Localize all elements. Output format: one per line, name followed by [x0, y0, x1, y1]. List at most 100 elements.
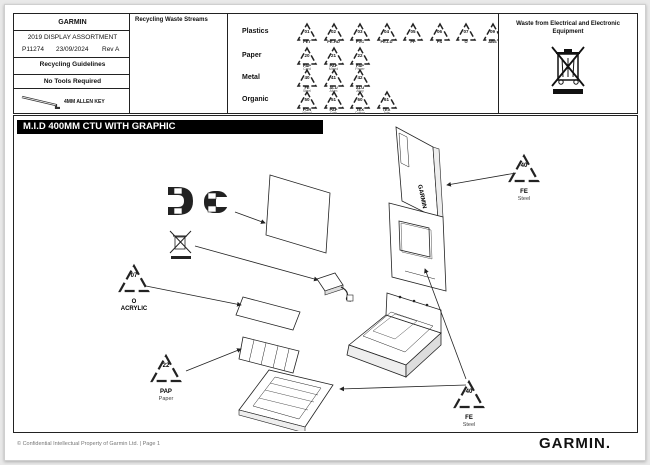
material-code: TEX [382, 107, 391, 112]
document-sheet: GARMIN 2019 DISPLAY ASSORTMENT P11274 23… [4, 4, 646, 461]
recycle-triangle-icon [402, 22, 424, 41]
power-supply-drawing [316, 272, 354, 302]
copyright-footer: © Confidential Intellectual Property of … [17, 441, 161, 447]
divider [14, 88, 131, 89]
paper-recycling-symbol: 22 PAP Paper [149, 353, 183, 402]
recycle-triangle-icon [296, 68, 318, 87]
material-code: PET [303, 39, 311, 44]
title-block: GARMIN 2019 DISPLAY ASSORTMENT P11274 23… [13, 13, 132, 114]
product-title: M.I.D 400MM CTU WITH GRAPHIC [17, 120, 323, 134]
material-name: Cotton [354, 111, 366, 115]
resin-code: 22 [357, 53, 363, 58]
divider [227, 14, 228, 113]
drawing-area [13, 115, 638, 433]
resin-code: 40 [304, 75, 310, 80]
resin-code: 60 [357, 97, 363, 102]
acrylic-recycling-symbol: 07 O ACRYLIC [117, 263, 151, 312]
recycle-triangle-icon [323, 90, 344, 109]
exploded-assembly-drawing: GARMIN [145, 126, 517, 431]
material-code: PAP [329, 63, 338, 68]
recycle-triangle-icon [349, 68, 371, 87]
material-code: ABS [488, 39, 497, 44]
material-name: Wood [302, 111, 312, 115]
material-code: PAP [303, 63, 311, 68]
part-number: P11274 [22, 46, 44, 53]
recycle-triangle-icon [453, 379, 485, 409]
recycle-triangle-icon [150, 353, 182, 383]
material-name: Cork [329, 111, 338, 115]
recycle-triangle-icon [376, 22, 397, 41]
recycle-triangle-icon [349, 22, 371, 41]
folded-sheet-drawing [238, 336, 300, 374]
stream-row-label: Plastics [242, 28, 269, 35]
base-unit-drawing [346, 292, 442, 378]
material-code: PE-HD [327, 39, 340, 44]
material-code: ALU [329, 85, 338, 90]
resin-code: 41 [330, 75, 336, 80]
material-code: PAP [329, 107, 338, 112]
streams-title: Recycling Waste Streams [135, 17, 208, 23]
material-code: FE [304, 85, 310, 90]
resin-code: 50 [304, 97, 310, 102]
recycle-triangle-icon [349, 90, 371, 109]
guidelines-title: Recycling Guidelines [39, 61, 106, 68]
material-code: O [464, 39, 468, 44]
resin-code: 03 [357, 29, 363, 34]
material-name: Jute [383, 111, 390, 115]
back-panel-drawing: GARMIN [395, 126, 444, 220]
magnet-icon [168, 187, 230, 215]
resin-code: 20 [304, 53, 310, 58]
recycle-triangle-icon [376, 90, 397, 109]
resin-code: 61 [383, 97, 389, 102]
recycle-triangle-icon [296, 22, 318, 41]
resin-code: 02 [330, 29, 336, 34]
material-code: PS [436, 39, 443, 44]
crossed-bin-icon [551, 46, 585, 94]
weee-block: Waste from Electrical and Electronic Equ… [498, 13, 638, 114]
stream-row-label: Paper [242, 52, 262, 59]
material-code: PE-LD [380, 39, 393, 44]
material-code: ALU [355, 85, 365, 90]
stream-row-label: Organic [242, 96, 269, 103]
middle-panel-drawing [388, 202, 447, 292]
revision: Rev A [102, 46, 120, 53]
weee-title: Waste from Electrical and Electronic Equ… [516, 21, 620, 35]
svg-text:GARMIN: GARMIN [416, 184, 427, 209]
tools-title: No Tools Required [43, 78, 102, 85]
recycle-triangle-icon [429, 22, 450, 41]
cardboard-tray-drawing [238, 369, 334, 431]
resin-code: 06 [436, 29, 442, 34]
recycle-triangle-icon [455, 22, 477, 41]
recycle-triangle-icon [349, 46, 371, 65]
recycle-triangle-icon [323, 46, 344, 65]
brand-label: GARMIN [58, 19, 87, 26]
resin-code: 04 [383, 29, 389, 34]
resin-code: 07 [463, 29, 469, 34]
recycle-triangle-icon [296, 46, 318, 65]
material-code: PAP [356, 63, 364, 68]
divider [14, 30, 131, 31]
divider [14, 74, 131, 75]
resin-code: 09 [489, 29, 495, 34]
resin-code: 51 [330, 97, 336, 102]
material-code: FOR [302, 107, 312, 112]
resin-code: 05 [410, 29, 416, 34]
recycle-triangle-icon [508, 153, 540, 183]
allen-key-icon [21, 95, 60, 109]
assortment-label: 2019 DISPLAY ASSORTMENT [27, 34, 118, 41]
